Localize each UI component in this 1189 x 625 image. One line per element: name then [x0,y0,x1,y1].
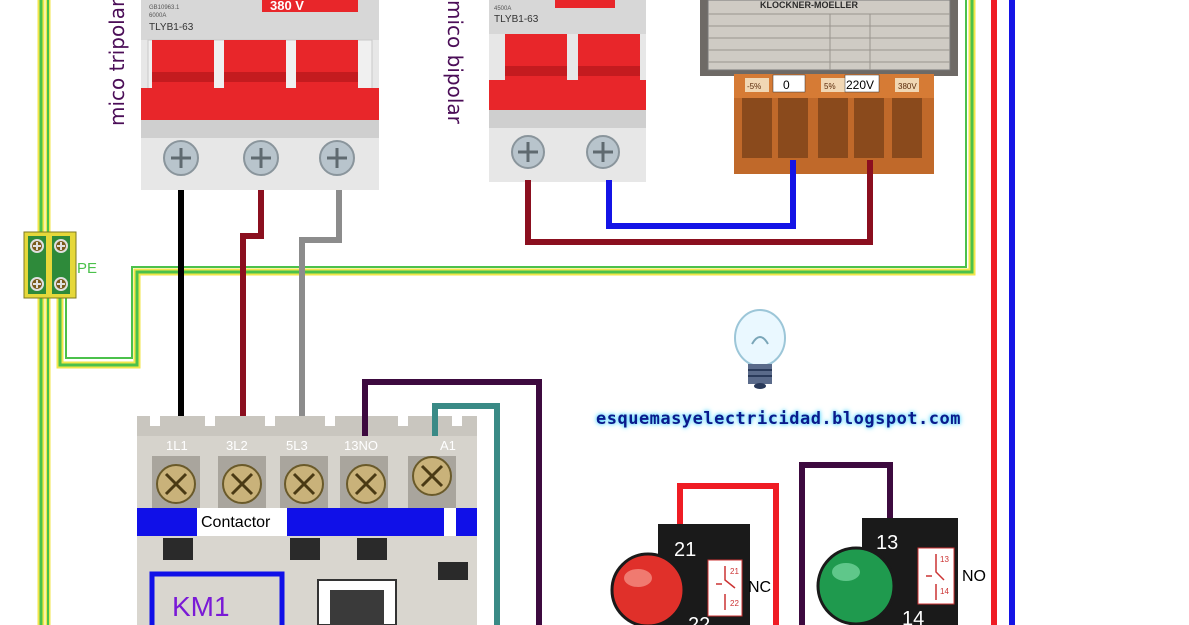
contactor: 1L1 3L2 5L3 13NO A1 Contactor [137,416,477,625]
breaker3-screw-icon [163,140,355,176]
supply-wires [178,160,873,432]
contactor-band-label: Contactor [201,514,271,531]
terminal-3L2: 3L2 [226,438,248,453]
contactor-screw-icon [152,456,456,508]
tap-220: 220V [846,78,874,92]
lightbulb-icon [734,309,786,389]
breaker3-model: TLYB1-63 [149,22,194,33]
start-button: 13 14 13 14 NO [816,518,986,625]
blog-url: esquemasyelectricidad.blogspot.com [596,409,961,429]
bus-lines [991,0,1015,625]
tap-minus5: -5% [747,82,761,91]
stop-bottom-number: 22 [688,614,710,625]
transformer-brand: KLOCKNER-MOELLER [760,0,858,10]
breaker3-spec2: 6000A [149,13,166,19]
start-mini-top: 13 [940,555,949,564]
breaker3-voltage: 380 V [270,0,304,13]
ground-screw-icon [30,239,68,291]
breaker3-label: mico tripolar [105,0,129,126]
transformer: KLOCKNER-MOELLER -5% 0 5% 220V 380V [700,0,958,174]
terminal-A1: A1 [440,438,456,453]
stop-button: 21 22 21 22 NC [610,524,771,625]
start-contact-type: NO [962,568,986,585]
start-mini-bottom: 14 [940,587,949,596]
tap-plus5: 5% [824,82,836,91]
stop-contact-type: NC [748,579,771,596]
ground-label: PE [77,260,97,277]
breaker-bipolar: 4500A TLYB1-63 [489,0,646,182]
breaker2-spec: 4500A [494,6,511,12]
breaker2-label: mico bipolar [443,0,467,124]
breaker-tripolar: 380 V GB10963.1 6000A TLYB1-63 [141,0,379,190]
start-top-number: 13 [876,532,898,554]
stop-top-number: 21 [674,539,696,561]
tap-380: 380V [898,82,917,91]
terminal-5L3: 5L3 [286,438,308,453]
stop-mini-top: 21 [730,567,739,576]
tap-zero: 0 [783,78,790,92]
contactor-id: KM1 [172,591,230,622]
ground-terminal-block [23,231,77,299]
start-bottom-number: 14 [902,608,924,625]
terminal-1L1: 1L1 [166,438,188,453]
terminal-13NO: 13NO [344,438,378,453]
stop-mini-bottom: 22 [730,599,739,608]
control-wires [362,379,893,625]
breaker3-spec1: GB10963.1 [149,5,180,11]
ground-wires [37,0,976,625]
breaker2-screw-icon [511,135,620,169]
breaker2-model: TLYB1-63 [494,14,539,25]
